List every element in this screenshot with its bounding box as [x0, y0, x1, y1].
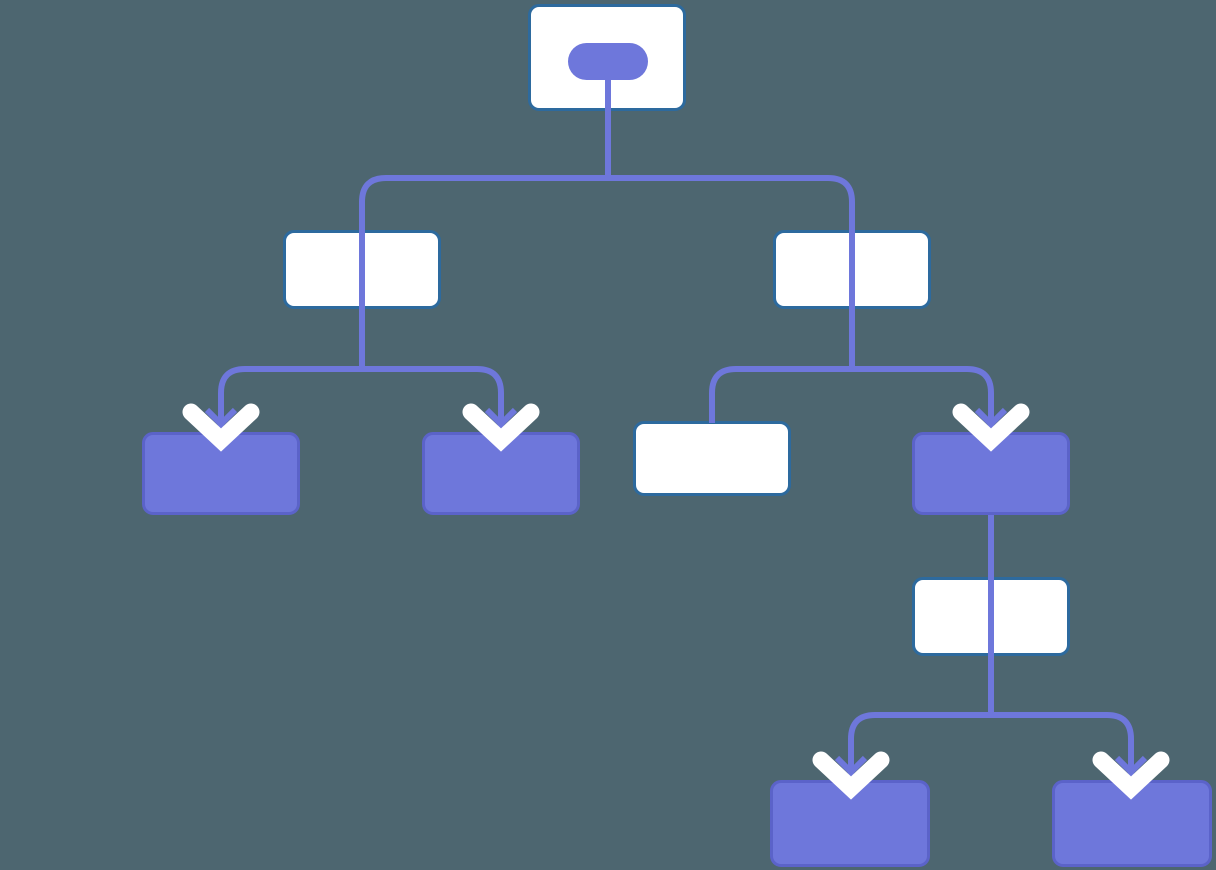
tree-node-n6[interactable] [912, 432, 1070, 515]
node-inner-connector-n1 [359, 230, 365, 309]
tree-node-n9[interactable] [1052, 780, 1212, 867]
node-inner-connector-n7 [988, 577, 994, 656]
node-pill-marker-n0 [568, 43, 648, 80]
node-inner-connector-n2 [849, 230, 855, 309]
tree-node-n3[interactable] [142, 432, 300, 515]
tree-node-n5[interactable] [633, 421, 791, 496]
node-inner-connector-n0 [605, 60, 611, 115]
tree-node-n8[interactable] [770, 780, 930, 867]
tree-node-n4[interactable] [422, 432, 580, 515]
